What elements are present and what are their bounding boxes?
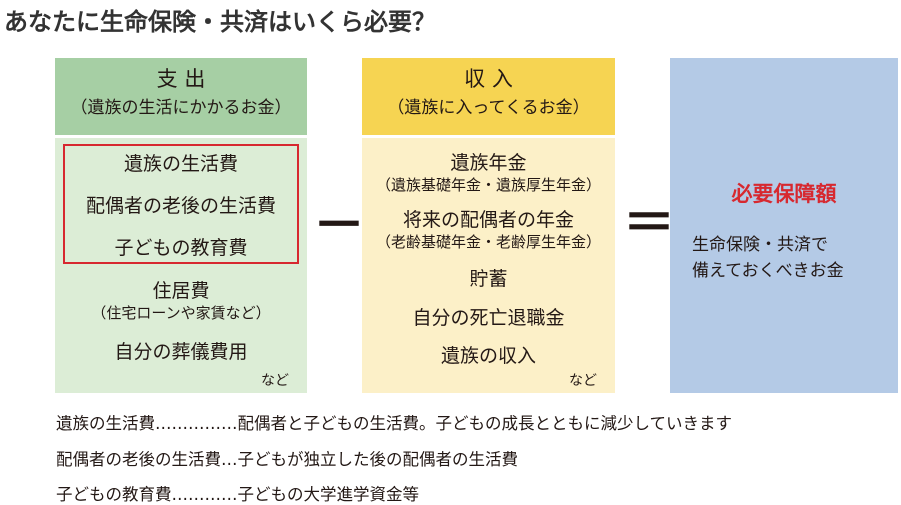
equals-sign: ＝ [623, 194, 676, 254]
income-item-spouse-pension: 将来の配偶者の年金 [402, 209, 574, 231]
expense-box: 支 出 （遺族の生活にかかるお金） 遺族の生活費 配偶者の老後の生活費 子どもの… [55, 58, 307, 393]
income-header: 収 入 （遺族に入ってくるお金） [362, 58, 615, 135]
result-heading: 必要保障額 [731, 182, 837, 206]
result-desc-line1: 生命保険・共済で [692, 235, 828, 255]
income-item-severance: 自分の死亡退職金 [412, 307, 565, 329]
footnote-education: 子どもの教育費…………子どもの大学進学資金等 [56, 485, 419, 504]
footnote-living: 遺族の生活費……………配偶者と子どもの生活費。子どもの成長とともに減少していきま… [56, 414, 733, 433]
expense-item-funeral: 自分の葬儀費用 [114, 341, 248, 363]
income-item-family-income: 遺族の収入 [440, 345, 536, 367]
income-item-survivor-pension: 遺族年金 [450, 152, 527, 174]
income-item-savings: 貯蓄 [469, 268, 508, 290]
footnote-spouse-retirement: 配偶者の老後の生活費…子どもが独立した後の配偶者の生活費 [56, 450, 518, 469]
income-subheading: （遺族に入ってくるお金） [387, 98, 590, 118]
expense-housing-note: （住宅ローンや家賃など） [91, 304, 271, 322]
expense-body: 遺族の生活費 配偶者の老後の生活費 子どもの教育費 住居費 （住宅ローンや家賃な… [55, 138, 307, 393]
income-spouse-pension-note: （老齢基礎年金・老齢厚生年金） [375, 233, 601, 251]
expense-subheading: （遺族の生活にかかるお金） [70, 98, 292, 118]
expense-item-education: 子どもの教育費 [114, 237, 248, 259]
expense-item-spouse-retirement: 配偶者の老後の生活費 [85, 195, 276, 217]
minus-sign: － [313, 196, 366, 256]
income-etc: など [569, 373, 597, 389]
income-heading: 収 入 [464, 67, 513, 91]
income-box: 収 入 （遺族に入ってくるお金） 遺族年金 （遺族基礎年金・遺族厚生年金） 将来… [362, 58, 615, 393]
expense-item-living: 遺族の生活費 [123, 153, 238, 175]
highlight-frame [63, 144, 299, 264]
result-box: 必要保障額 生命保険・共済で 備えておくべきお金 [670, 58, 898, 393]
expense-etc: など [261, 373, 289, 389]
page-title: あなたに生命保険・共済はいくら必要？ [4, 8, 436, 36]
expense-header: 支 出 （遺族の生活にかかるお金） [55, 58, 307, 135]
expense-heading: 支 出 [156, 67, 206, 91]
expense-item-housing: 住居費 [152, 280, 210, 302]
income-survivor-pension-note: （遺族基礎年金・遺族厚生年金） [375, 176, 601, 194]
income-body: 遺族年金 （遺族基礎年金・遺族厚生年金） 将来の配偶者の年金 （老齢基礎年金・老… [362, 138, 615, 393]
result-desc-line2: 備えておくべきお金 [692, 261, 844, 281]
